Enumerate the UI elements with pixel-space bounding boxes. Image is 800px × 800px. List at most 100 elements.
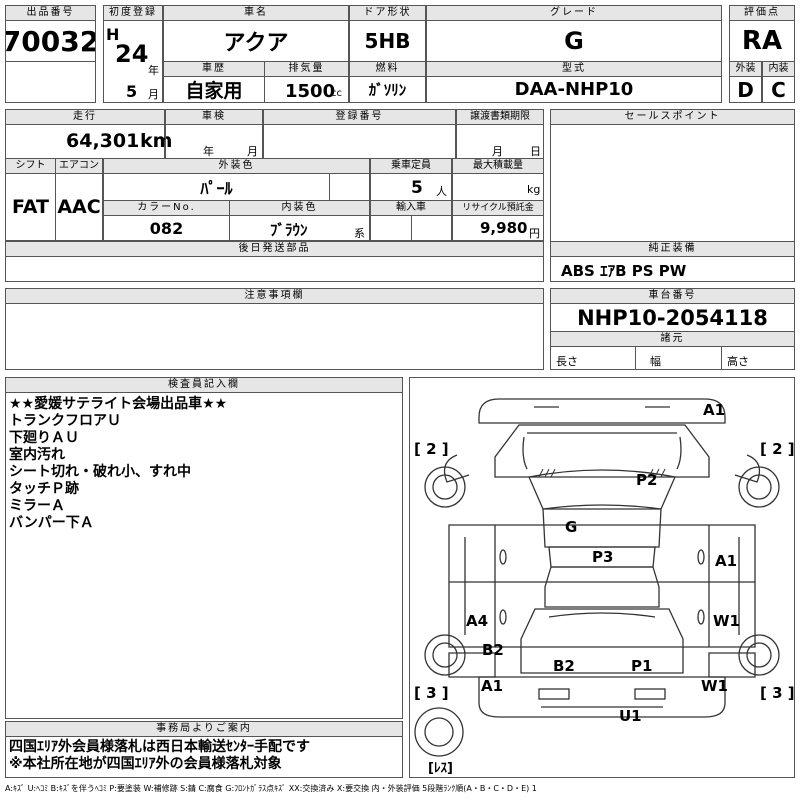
equipment-box bbox=[550, 256, 795, 282]
int-color-label: 内装色 bbox=[229, 200, 370, 216]
office-notes: 四国ｴﾘｱ外会員様落札は西日本輸送ｾﾝﾀｰ手配です ※本社所在地が四国ｴﾘｱ外の… bbox=[9, 739, 401, 773]
car-diagram bbox=[414, 398, 780, 757]
equipment: ABS ｴｱB PS PW bbox=[561, 262, 687, 280]
import-box-b bbox=[411, 215, 452, 241]
colorno: 082 bbox=[103, 215, 230, 241]
mark-a1-front-bumper: A1 bbox=[703, 401, 726, 419]
history: 自家用 bbox=[163, 76, 265, 103]
office-label: 事務局よりご案内 bbox=[5, 721, 403, 737]
recycle-box bbox=[452, 215, 544, 241]
month-unit: 月 bbox=[148, 88, 159, 101]
legend: A:ｷｽﾞ U:ﾍｺﾐ B:ｷｽﾞを伴うﾍｺﾐ P:要塗装 W:補修跡 S:錆 … bbox=[5, 784, 537, 793]
capacity-unit: 人 bbox=[436, 185, 447, 198]
width-box bbox=[635, 346, 722, 370]
inspector-notes: ★★愛媛サテライト会場出品車★★ トランクフロアＵ 下廻りＡＵ 室内汚れ シート… bbox=[9, 396, 399, 532]
first-reg-box bbox=[103, 20, 163, 103]
grade-label: グレード bbox=[426, 5, 722, 21]
regno-label: 登録番号 bbox=[263, 109, 456, 125]
shift-label: シフト bbox=[5, 158, 56, 174]
chassis-label: 車台番号 bbox=[550, 288, 795, 304]
inspector-note: ミラーＡ bbox=[9, 498, 65, 514]
length-label: 長さ bbox=[556, 355, 578, 368]
rating-label: 評価点 bbox=[729, 5, 795, 21]
mark-w1-rear: W1 bbox=[701, 677, 728, 695]
notes-box bbox=[5, 303, 544, 370]
fuel-label: 燃料 bbox=[349, 61, 426, 77]
inspector-note: トランクフロアＵ bbox=[9, 413, 121, 429]
equipment-label: 純正装備 bbox=[550, 241, 795, 257]
car-name-label: 車名 bbox=[163, 5, 349, 21]
rating: RA bbox=[729, 20, 795, 62]
exterior: D bbox=[729, 76, 762, 103]
mileage-unit: km bbox=[140, 130, 173, 152]
door: 5HB bbox=[349, 20, 426, 62]
tire-front-left: [ 2 ] bbox=[414, 440, 449, 458]
fuel: ｶﾞｿﾘﾝ bbox=[349, 76, 426, 103]
inspector-box bbox=[5, 392, 403, 719]
inspection-label: 車検 bbox=[165, 109, 263, 125]
mark-b2-left-rear: B2 bbox=[482, 641, 504, 659]
chassis: NHP10-2054118 bbox=[550, 303, 795, 332]
int-color-unit: 系 bbox=[354, 227, 365, 240]
model: DAA-NHP10 bbox=[426, 76, 722, 103]
interior-label: 内装 bbox=[762, 61, 795, 77]
inspector-label: 検査員記入欄 bbox=[5, 377, 403, 393]
inspector-note: タッチＰ跡 bbox=[9, 481, 79, 497]
mark-p2-hood: P2 bbox=[636, 471, 658, 489]
ext-color: ﾊﾟｰﾙ bbox=[103, 173, 330, 201]
lot-no-label: 出品番号 bbox=[5, 5, 96, 21]
office-note: 四国ｴﾘｱ外会員様落札は西日本輸送ｾﾝﾀｰ手配です bbox=[9, 739, 310, 755]
import-label: 輸入車 bbox=[370, 200, 452, 216]
era: H bbox=[106, 25, 120, 44]
displacement: 1500 bbox=[285, 81, 336, 102]
colorno-label: カラーNo. bbox=[103, 200, 230, 216]
door-label: ドア形状 bbox=[349, 5, 426, 21]
width-label: 幅 bbox=[650, 355, 661, 368]
ac: AAC bbox=[55, 173, 103, 241]
mark-w1-right-side: W1 bbox=[713, 612, 740, 630]
office-box bbox=[5, 736, 403, 778]
capacity: 5 bbox=[411, 178, 423, 198]
shift: FAT bbox=[5, 173, 56, 241]
year-unit: 年 bbox=[148, 64, 159, 77]
insp-month-unit: 月 bbox=[247, 145, 258, 158]
int-color: ﾌﾞﾗｳﾝ bbox=[270, 221, 308, 239]
mark-a4-left-side: A4 bbox=[466, 612, 489, 630]
car-name: アクア bbox=[163, 20, 349, 62]
tire-front-right: [ 2 ] bbox=[760, 440, 795, 458]
mark-a1-left-rear: A1 bbox=[481, 677, 504, 695]
first-reg-label: 初度登録 bbox=[103, 5, 163, 21]
sales-point-label: セールスポイント bbox=[550, 109, 795, 125]
displacement-unit: cc bbox=[331, 88, 342, 99]
regno-box bbox=[263, 124, 456, 159]
car-diagram-box bbox=[409, 377, 795, 778]
int-color-box bbox=[229, 215, 370, 241]
ext-color-label: 外装色 bbox=[103, 158, 370, 174]
capacity-label: 乗車定員 bbox=[370, 158, 452, 174]
lot-no-blank bbox=[5, 61, 96, 103]
mark-g-windshield: G bbox=[565, 518, 578, 536]
inspector-note: シート切れ・破れ小、すれ中 bbox=[9, 464, 191, 480]
model-label: 型式 bbox=[426, 61, 722, 77]
import-box-a bbox=[370, 215, 412, 241]
sales-point-box bbox=[550, 124, 795, 242]
dims-label: 諸元 bbox=[550, 331, 795, 347]
spare-tire-label: [ﾚｽ] bbox=[428, 761, 453, 776]
lot-no: 70032 bbox=[5, 20, 96, 62]
mileage: 64,301 bbox=[66, 130, 140, 152]
transfer-month-unit: 月 bbox=[492, 145, 503, 158]
mark-u1-rear-bumper: U1 bbox=[619, 707, 642, 725]
inspector-note: ★★愛媛サテライト会場出品車★★ bbox=[9, 396, 228, 412]
recycle-unit: 円 bbox=[529, 227, 540, 240]
displacement-label: 排気量 bbox=[264, 61, 349, 77]
year-value: 24 bbox=[115, 40, 149, 68]
inspector-note: 下廻りＡＵ bbox=[9, 430, 79, 446]
history-label: 車歴 bbox=[163, 61, 265, 77]
office-note: ※本社所在地が四国ｴﾘｱ外の会員様落札対象 bbox=[9, 756, 282, 772]
transfer-label: 譲渡書類期限 bbox=[456, 109, 544, 125]
notes-label: 注意事項欄 bbox=[5, 288, 544, 304]
displacement-box bbox=[264, 76, 349, 103]
grade: G bbox=[426, 20, 722, 62]
mark-b2-rear: B2 bbox=[553, 657, 575, 675]
exterior-label: 外装 bbox=[729, 61, 762, 77]
